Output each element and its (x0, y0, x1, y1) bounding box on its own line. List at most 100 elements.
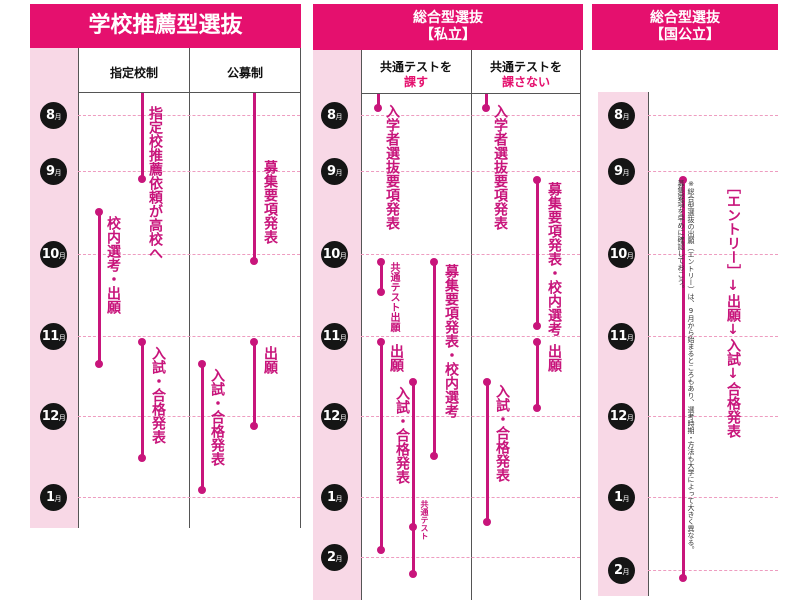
timeline-bar (141, 93, 144, 179)
timeline-dot-icon (482, 104, 490, 112)
month-circle-icon: 2月 (321, 544, 348, 571)
timeline-bar (98, 212, 101, 364)
month-guide-line (648, 497, 778, 498)
timeline-dot-icon (533, 322, 541, 330)
panel1-title: 学校推薦型選抜 (88, 13, 243, 38)
timeline-dot-icon (483, 518, 491, 526)
a-kyotsu-test-label: 共通テスト (420, 500, 429, 540)
panel3-divider (648, 92, 649, 596)
month-circle-icon: 10月 (608, 241, 635, 268)
timeline-dot-icon (95, 360, 103, 368)
kobo-boshu-label: 募集要項発表 (262, 160, 278, 244)
month-guide-line (648, 171, 778, 172)
month-circle-icon: 9月 (321, 158, 348, 185)
panel2-title-line1: 総合型選抜 (413, 10, 483, 26)
b-nyushi-label: 入試・合格発表 (494, 384, 510, 482)
timeline-bar (682, 180, 685, 578)
month-guide-line (361, 336, 580, 337)
panel2-title-line2: 【私立】 (420, 27, 476, 43)
timeline-dot-icon (138, 175, 146, 183)
panel1-divider (78, 48, 79, 528)
kobo-shutsugan-label: 出願 (262, 346, 278, 374)
month-guide-line (648, 254, 778, 255)
month-circle-icon: 8月 (40, 102, 67, 129)
timeline-bar (536, 342, 539, 408)
panel1-col-right-header: 公募制 (226, 66, 263, 80)
panel2-divider (580, 50, 581, 600)
panel2-col-left-header: 共通テストを 課す (379, 60, 452, 89)
month-circle-icon: 1月 (321, 484, 348, 511)
kobo-nyushi-label: 入試・合格発表 (209, 368, 225, 466)
panel2-title-bar: 総合型選抜 【私立】 (313, 4, 583, 50)
timeline-bar (141, 342, 144, 458)
month-circle-icon: 10月 (321, 241, 348, 268)
timeline-dot-icon (430, 258, 438, 266)
month-circle-icon: 1月 (608, 484, 635, 511)
month-guide-line (78, 254, 300, 255)
month-guide-line (78, 171, 300, 172)
month-circle-icon: 1月 (40, 484, 67, 511)
timeline-dot-icon (198, 486, 206, 494)
timeline-dot-icon (374, 104, 382, 112)
panel1-col-left-header: 指定校制 (109, 66, 158, 80)
timeline-dot-icon (250, 422, 258, 430)
b-boshu-label: 入学者選抜要項発表 (492, 104, 508, 230)
month-guide-line (361, 497, 580, 498)
panel3-month-band (598, 92, 648, 596)
panel3-main-label: ［エントリー］↓出願↓入試↓合格発表 (725, 180, 741, 438)
timeline-dot-icon (377, 258, 385, 266)
timeline-bar (380, 262, 383, 292)
timeline-dot-icon (409, 523, 417, 531)
a-nyushi-label: 入試・合格発表 (394, 386, 410, 484)
timeline-bar (201, 364, 204, 490)
timeline-dot-icon (533, 338, 541, 346)
month-guide-line (78, 115, 300, 116)
a-shutsugan-label: 出願 (388, 344, 404, 372)
timeline-dot-icon (138, 454, 146, 462)
month-circle-icon: 9月 (40, 158, 67, 185)
panel3-title-line1: 総合型選抜 (650, 10, 720, 26)
timeline-bar (412, 382, 415, 574)
shitei-irai-label: 指定校推薦依頼が高校へ (147, 106, 163, 260)
month-circle-icon: 11月 (321, 323, 348, 350)
month-circle-icon: 11月 (40, 323, 67, 350)
timeline-bar (253, 93, 256, 261)
month-circle-icon: 11月 (608, 323, 635, 350)
month-guide-line (78, 497, 300, 498)
timeline-bar (433, 262, 436, 456)
month-guide-line (648, 115, 778, 116)
timeline-dot-icon (409, 378, 417, 386)
timeline-bar (380, 342, 383, 550)
panel2-col-right-header: 共通テストを 課さない (489, 60, 562, 89)
b-shutsugan-label: 出願 (546, 344, 562, 372)
month-circle-icon: 2月 (608, 557, 635, 584)
month-guide-line (648, 570, 778, 571)
timeline-dot-icon (679, 176, 687, 184)
month-guide-line (361, 254, 580, 255)
a-youkou-label: 募集要項発表・校内選考 (443, 264, 459, 418)
month-guide-line (361, 416, 580, 417)
month-circle-icon: 8月 (608, 102, 635, 129)
timeline-bar (485, 94, 488, 108)
panel2-month-band (313, 50, 361, 600)
kounai-senkou-label: 校内選考・出願 (105, 216, 121, 314)
month-guide-line (648, 336, 778, 337)
timeline-dot-icon (250, 257, 258, 265)
panel2-divider (471, 50, 472, 600)
month-guide-line (361, 115, 580, 116)
panel1-header-rule (78, 92, 300, 93)
timeline-dot-icon (377, 288, 385, 296)
shitei-nyushi-label: 入試・合格発表 (150, 346, 166, 444)
timeline-dot-icon (377, 338, 385, 346)
month-circle-icon: 12月 (40, 403, 67, 430)
timeline-bar (486, 382, 489, 522)
month-guide-line (78, 416, 300, 417)
timeline-dot-icon (533, 404, 541, 412)
month-guide-line (648, 416, 778, 417)
timeline-dot-icon (533, 176, 541, 184)
timeline-dot-icon (377, 546, 385, 554)
timeline-dot-icon (679, 574, 687, 582)
month-circle-icon: 12月 (608, 403, 635, 430)
panel1-divider (189, 48, 190, 528)
panel1-divider (300, 48, 301, 528)
